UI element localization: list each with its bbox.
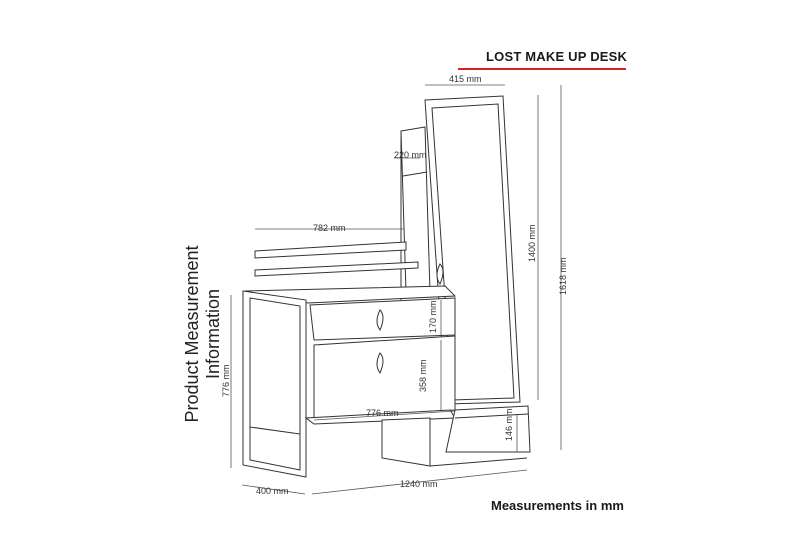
dim-total-height: 1618 mm [558,257,568,295]
dim-drawer-height: 170 mm [428,300,438,333]
dim-mirror-width: 415 mm [449,74,482,84]
dim-desk-height: 776 mm [221,364,231,397]
measurements-note: Measurements in mm [491,498,624,513]
lower-leg [381,417,431,467]
dim-line-depth [241,484,306,495]
mirror-handle-icon [436,263,444,285]
side-cabinet [242,290,307,478]
dim-depth: 400 mm [256,486,289,496]
dim-bottom-shelf-height: 146 mm [504,408,514,441]
door-front [313,335,456,419]
small-shelf [402,171,428,177]
door-handle-icon [376,352,384,374]
dim-line-total-width [311,469,528,495]
bottom-shelf-line [454,413,529,419]
page-title: LOST MAKE UP DESK [486,49,628,64]
dim-line-cabinet-width [313,410,456,421]
dim-door-height: 358 mm [418,359,428,392]
dim-shelf-depth: 220 mm [394,150,427,160]
upper-backboard [254,241,407,259]
dim-cabinet-width: 776 mm [366,408,399,418]
title-underline [458,68,626,70]
bottom-rail [429,457,528,467]
dim-top-width: 782 mm [313,223,346,233]
dim-total-width: 1240 mm [400,479,438,489]
side-cabinet-inner [249,297,301,471]
bottom-shelf [445,405,531,453]
drawer-handle-icon [376,309,384,331]
side-cabinet-rail [249,426,301,435]
dim-mirror-height: 1400 mm [527,224,537,262]
upper-shelf [254,261,419,277]
